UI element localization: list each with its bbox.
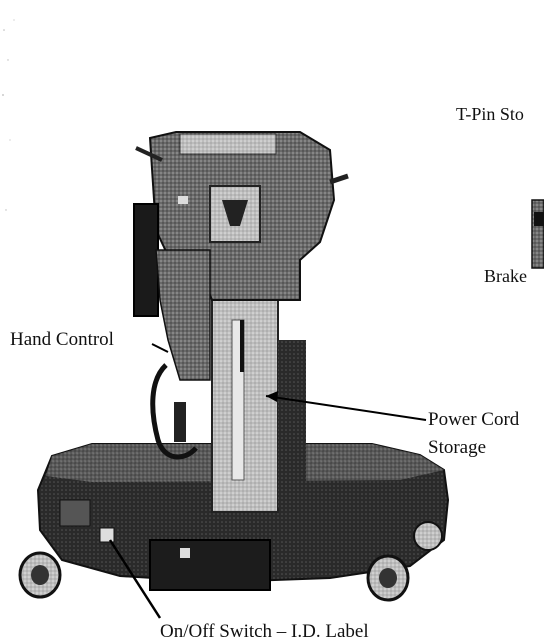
hand-control-label: Hand Control bbox=[10, 329, 114, 350]
brake-icon bbox=[531, 199, 544, 269]
brake-label: Brake bbox=[484, 266, 527, 286]
leader-power-cord bbox=[265, 395, 427, 421]
hand-control-cord bbox=[150, 363, 198, 460]
tpin-storage-label: T-Pin Sto bbox=[456, 104, 524, 124]
caster-wheel-rear-right bbox=[413, 521, 443, 551]
scan-speckle bbox=[2, 19, 15, 211]
caster-wheel-front-left bbox=[18, 551, 62, 599]
leader-onoff bbox=[108, 539, 162, 619]
power-cord-label: Power Cord bbox=[428, 409, 520, 430]
onoff-switch-label: On/Off Switch – I.D. Label bbox=[160, 621, 369, 642]
leader-hand-control bbox=[151, 343, 169, 353]
hand-control-housing bbox=[133, 203, 159, 317]
power-cord-storage-label: Storage bbox=[428, 437, 487, 458]
caster-wheel-front-right bbox=[366, 554, 410, 602]
